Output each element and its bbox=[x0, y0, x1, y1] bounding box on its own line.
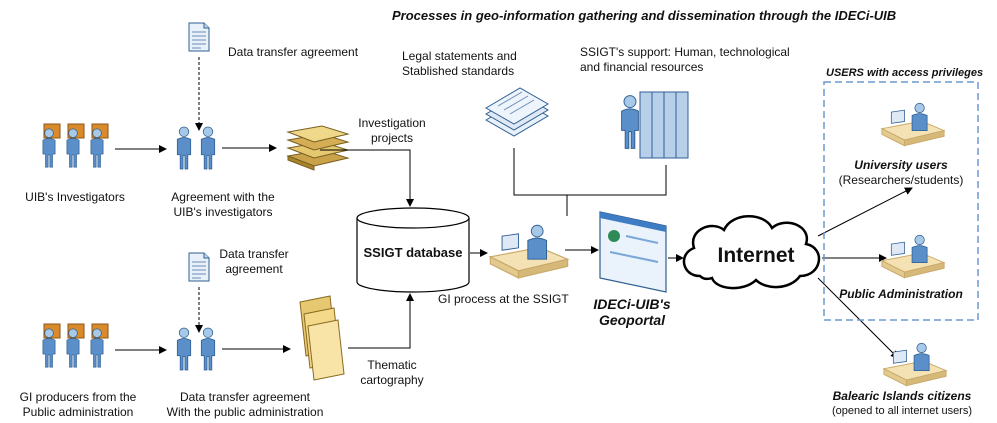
university-user-icon bbox=[881, 102, 945, 147]
uib-investigators-icon bbox=[42, 123, 109, 168]
public-administration-label: Public Administration bbox=[839, 287, 963, 301]
handshake-bottom-icon bbox=[176, 327, 216, 371]
ssigt-database bbox=[356, 207, 470, 293]
internet-label: Internet bbox=[717, 244, 795, 267]
investigation-projects-icon bbox=[286, 125, 350, 171]
data-transfer-top-label: Data transfer agreement bbox=[228, 45, 359, 59]
users-box-title: USERS with access privileges bbox=[826, 67, 984, 79]
arrow-projects-database bbox=[320, 149, 414, 207]
users-dashed-box bbox=[823, 81, 979, 321]
thematic-cartography-icon bbox=[299, 295, 345, 381]
diagram-title: Processes in geo-information gathering a… bbox=[392, 8, 897, 23]
arrow-internet-citizens bbox=[817, 277, 899, 359]
gi-process-label: GI process at the SSIGT bbox=[438, 292, 569, 306]
uib-investigators-label: UIB's Investigators bbox=[25, 190, 125, 204]
citizens-label: Balearic Islands citizens(opened to all … bbox=[831, 389, 973, 417]
university-users-label: University users(Researchers/students) bbox=[838, 158, 964, 187]
arrow-cartography-database bbox=[348, 293, 414, 349]
database-label: SSIGT database bbox=[363, 245, 463, 260]
gi-producers-icon bbox=[42, 323, 109, 368]
handshake-top-icon bbox=[176, 126, 216, 170]
arrow-internet-university bbox=[817, 187, 913, 237]
support-bracket-line bbox=[513, 148, 667, 196]
gi-process-workstation-icon bbox=[489, 224, 569, 279]
document-bottom-icon bbox=[188, 252, 210, 282]
public-admin-icon bbox=[881, 234, 945, 279]
citizen-icon bbox=[883, 342, 947, 387]
legal-documents-icon bbox=[485, 87, 549, 137]
internet-cloud bbox=[682, 215, 821, 290]
document-top-icon bbox=[188, 22, 210, 52]
server-support-icon bbox=[621, 91, 689, 159]
geoportal-screen-icon bbox=[599, 211, 667, 293]
